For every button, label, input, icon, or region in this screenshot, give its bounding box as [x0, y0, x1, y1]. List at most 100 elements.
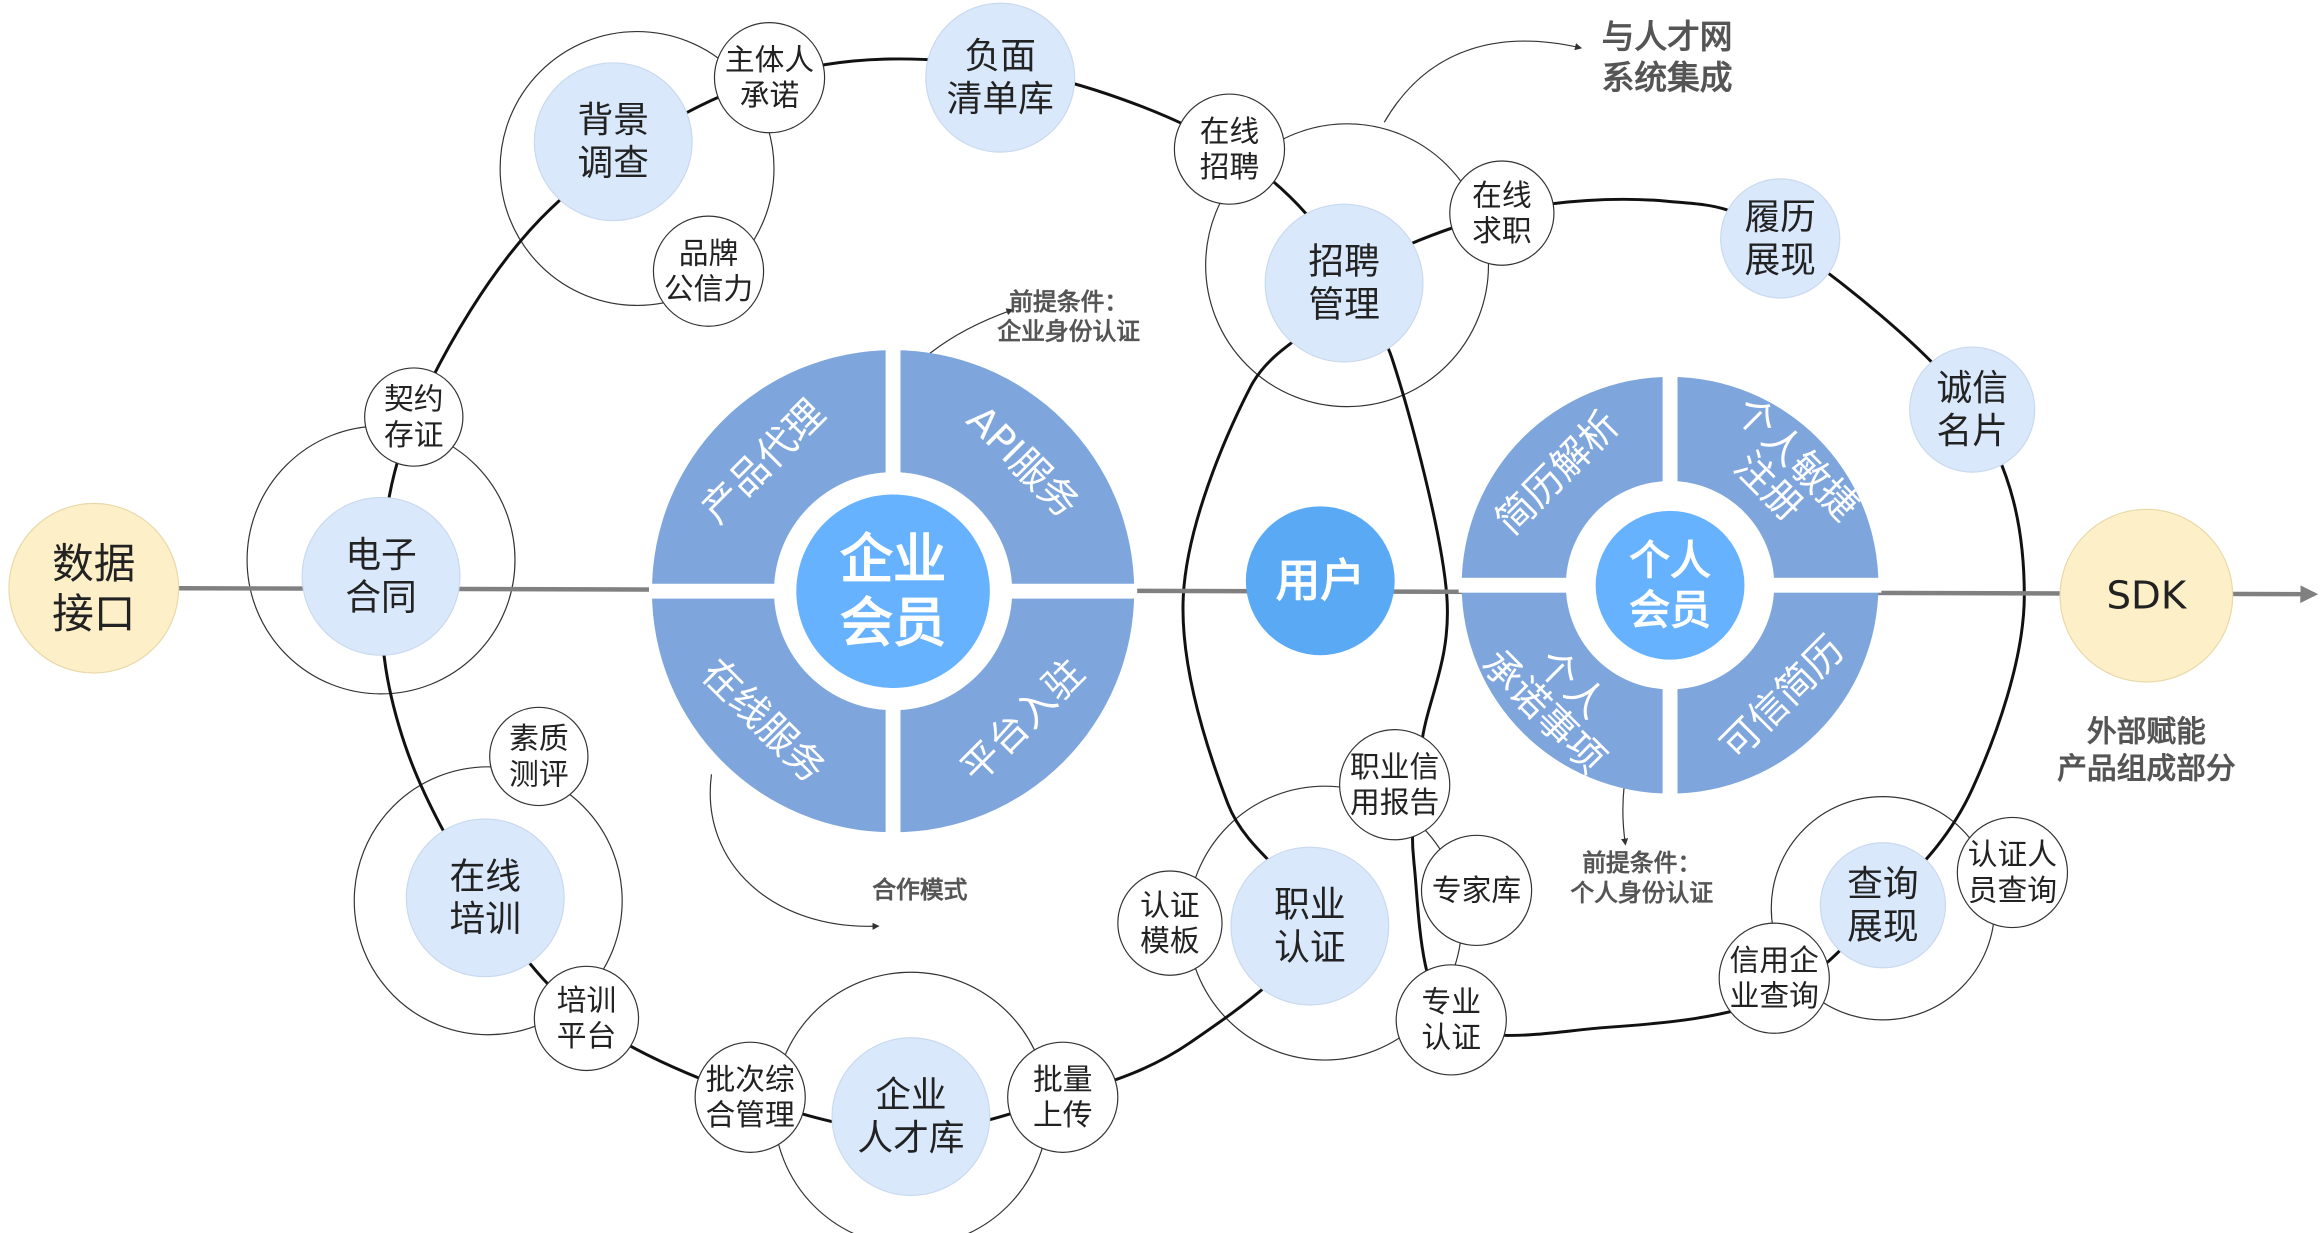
user-node-circle[interactable]: [1245, 506, 1395, 656]
node-professional-cert[interactable]: 专业认证: [1395, 964, 1507, 1076]
personal-center-label: 个人会员: [1629, 537, 1711, 634]
node-vocational-cert-circle[interactable]: [1230, 846, 1390, 1006]
node-credit-company-query[interactable]: 信用企业查询: [1718, 922, 1830, 1034]
note-external: 外部赋能产品组成部分: [2057, 715, 2236, 787]
node-vocational-cert[interactable]: 职业认证: [1230, 846, 1390, 1006]
node-batch-upload-label: 批量上传: [1033, 1062, 1093, 1133]
node-quality-assessment-circle[interactable]: [489, 706, 589, 807]
node-contract-deposit[interactable]: 契约存证: [364, 367, 464, 467]
node-cert-template-label: 认证模板: [1140, 888, 1200, 959]
data-interface-node-label: 数据接口: [52, 539, 135, 638]
node-subject-commitment[interactable]: 主体人承诺: [713, 22, 826, 134]
node-recruiting-mgmt-circle[interactable]: [1264, 203, 1424, 363]
node-talent-pool-label: 企业人才库: [857, 1075, 964, 1159]
node-integrity-card[interactable]: 诚信名片: [1909, 346, 2036, 473]
node-online-job-search-label: 在线求职: [1472, 178, 1532, 249]
node-brand-credibility[interactable]: 品牌公信力: [652, 215, 765, 327]
node-cert-template[interactable]: 认证模板: [1117, 870, 1223, 976]
node-query-display-label: 查询展现: [1847, 863, 1918, 947]
node-integrity-card-circle[interactable]: [1909, 346, 2036, 473]
node-background-check[interactable]: 背景调查: [533, 62, 693, 222]
node-recruiting-mgmt-label: 招聘管理: [1308, 241, 1379, 325]
node-certified-person-query[interactable]: 认证人员查询: [1956, 816, 2069, 929]
node-online-job-search[interactable]: 在线求职: [1449, 160, 1555, 266]
node-negative-list[interactable]: 负面清单库: [925, 2, 1076, 153]
node-contract-deposit-circle[interactable]: [364, 367, 464, 467]
node-query-display[interactable]: 查询展现: [1819, 842, 1947, 969]
node-integrity-card-label: 诚信名片: [1936, 368, 2007, 452]
node-talent-pool-circle[interactable]: [831, 1037, 991, 1197]
node-quality-assessment-label: 素质测评: [509, 721, 569, 792]
node-e-contract[interactable]: 电子合同: [301, 496, 461, 656]
node-vocational-cert-label: 职业认证: [1274, 884, 1345, 968]
cooperation-arrow: [709, 774, 880, 930]
node-credit-company-query-circle[interactable]: [1718, 922, 1830, 1034]
node-background-check-circle[interactable]: [533, 62, 693, 222]
node-batch-upload-circle[interactable]: [1007, 1041, 1119, 1153]
node-contract-deposit-label: 契约存证: [384, 382, 444, 453]
data-interface-node[interactable]: 数据接口: [8, 502, 180, 674]
note-enterprise-prereq: 前提条件：企业身份认证: [997, 288, 1140, 346]
note-personal-prereq: 前提条件：个人身份认证: [1570, 849, 1713, 907]
node-credit-company-query-label: 信用企业查询: [1730, 943, 1819, 1014]
node-e-contract-circle[interactable]: [301, 496, 461, 656]
node-cert-template-circle[interactable]: [1117, 870, 1223, 976]
node-professional-cert-circle[interactable]: [1395, 964, 1507, 1076]
node-talent-pool[interactable]: 企业人才库: [831, 1037, 991, 1197]
node-resume-display[interactable]: 履历展现: [1720, 178, 1841, 299]
node-certified-person-query-label: 认证人员查询: [1968, 837, 2057, 908]
node-certified-person-query-circle[interactable]: [1956, 816, 2069, 929]
sdk-node[interactable]: SDK: [2059, 508, 2234, 683]
node-batch-mgmt-circle[interactable]: [694, 1041, 806, 1153]
node-batch-mgmt[interactable]: 批次综合管理: [694, 1041, 806, 1153]
node-resume-display-label: 履历展现: [1744, 196, 1815, 280]
node-online-recruiting-label: 在线招聘: [1200, 114, 1260, 185]
node-background-check-label: 背景调查: [578, 100, 649, 184]
training-halo: [353, 766, 623, 1036]
node-online-recruiting-circle[interactable]: [1173, 93, 1286, 205]
node-online-recruiting[interactable]: 在线招聘: [1173, 93, 1286, 205]
node-subject-commitment-label: 主体人承诺: [725, 42, 814, 113]
personal-center-circle[interactable]: [1595, 510, 1745, 660]
talent-net-arrow: [1383, 40, 1583, 123]
node-training-platform-label: 培训平台: [557, 983, 617, 1054]
node-subject-commitment-circle[interactable]: [713, 22, 826, 134]
node-online-training[interactable]: 在线培训: [405, 818, 565, 978]
node-brand-credibility-circle[interactable]: [652, 215, 765, 327]
node-quality-assessment[interactable]: 素质测评: [489, 706, 589, 807]
node-online-training-label: 在线培训: [450, 856, 521, 940]
sdk-node-label: SDK: [2107, 573, 2188, 618]
enterprise-center-circle[interactable]: [796, 494, 990, 688]
node-negative-list-circle[interactable]: [925, 2, 1076, 153]
node-training-platform[interactable]: 培训平台: [533, 965, 640, 1072]
node-resume-display-circle[interactable]: [1720, 178, 1841, 299]
user-node[interactable]: 用户: [1245, 506, 1395, 656]
personal-ring: 个人会员简历解析个人敏捷注册个人承诺事项可信简历: [1458, 373, 1882, 797]
note-cooperation: 合作模式: [872, 876, 967, 904]
node-e-contract-label: 电子合同: [345, 534, 416, 618]
background-check-halo: [499, 30, 775, 307]
node-credit-report-label: 职业信用报告: [1350, 749, 1439, 820]
user-node-label: 用户: [1276, 555, 1365, 607]
enterprise-center-label: 企业会员: [840, 528, 946, 654]
node-online-job-search-circle[interactable]: [1449, 160, 1555, 266]
note-talent-net: 与人才网系统集成: [1602, 18, 1733, 97]
node-credit-report-circle[interactable]: [1339, 729, 1451, 841]
node-brand-credibility-label: 品牌公信力: [664, 236, 753, 307]
node-credit-report[interactable]: 职业信用报告: [1339, 729, 1451, 841]
node-online-training-circle[interactable]: [405, 818, 565, 978]
node-training-platform-circle[interactable]: [533, 965, 640, 1072]
node-batch-upload[interactable]: 批量上传: [1007, 1041, 1119, 1153]
node-negative-list-label: 负面清单库: [947, 36, 1054, 120]
node-expert-pool-circle[interactable]: [1420, 834, 1533, 947]
data-interface-node-circle[interactable]: [8, 502, 180, 674]
node-professional-cert-label: 专业认证: [1421, 985, 1481, 1056]
node-query-display-circle[interactable]: [1819, 842, 1947, 969]
node-expert-pool[interactable]: 专家库: [1420, 834, 1533, 947]
node-expert-pool-label: 专家库: [1432, 873, 1521, 908]
sdk-node-circle[interactable]: [2059, 508, 2234, 683]
recruiting-halo: [1205, 123, 1490, 408]
node-recruiting-mgmt[interactable]: 招聘管理: [1264, 203, 1424, 363]
